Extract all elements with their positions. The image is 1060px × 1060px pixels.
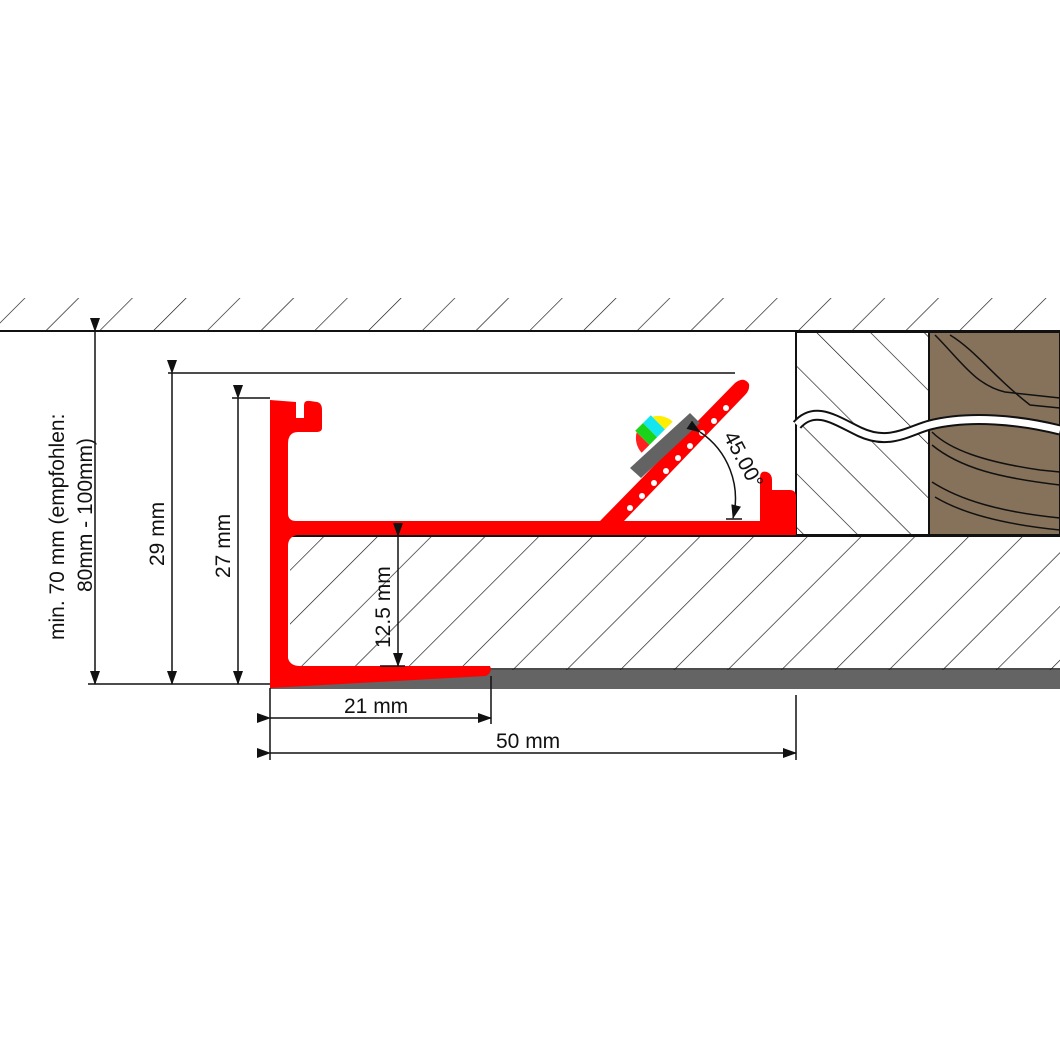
aluminium-profile (270, 379, 796, 688)
total-width-label: 50 mm (496, 730, 560, 753)
overall-height-label: min. 70 mm (empfohlen: (46, 414, 69, 640)
ceiling (0, 292, 1060, 332)
dimension-lines (88, 318, 797, 760)
board-thickness-label: 12.5 mm (372, 566, 395, 648)
power-cable (792, 409, 1060, 444)
profile-height-27-label: 27 mm (212, 514, 235, 578)
flange-width-label: 21 mm (344, 695, 408, 718)
led-strip (630, 413, 700, 478)
overall-height-label-line2: 80mm - 100mm) (74, 438, 97, 592)
wood-beam (928, 331, 1060, 536)
plasterboard (290, 535, 1060, 670)
profile-height-29-label: 29 mm (146, 502, 169, 566)
